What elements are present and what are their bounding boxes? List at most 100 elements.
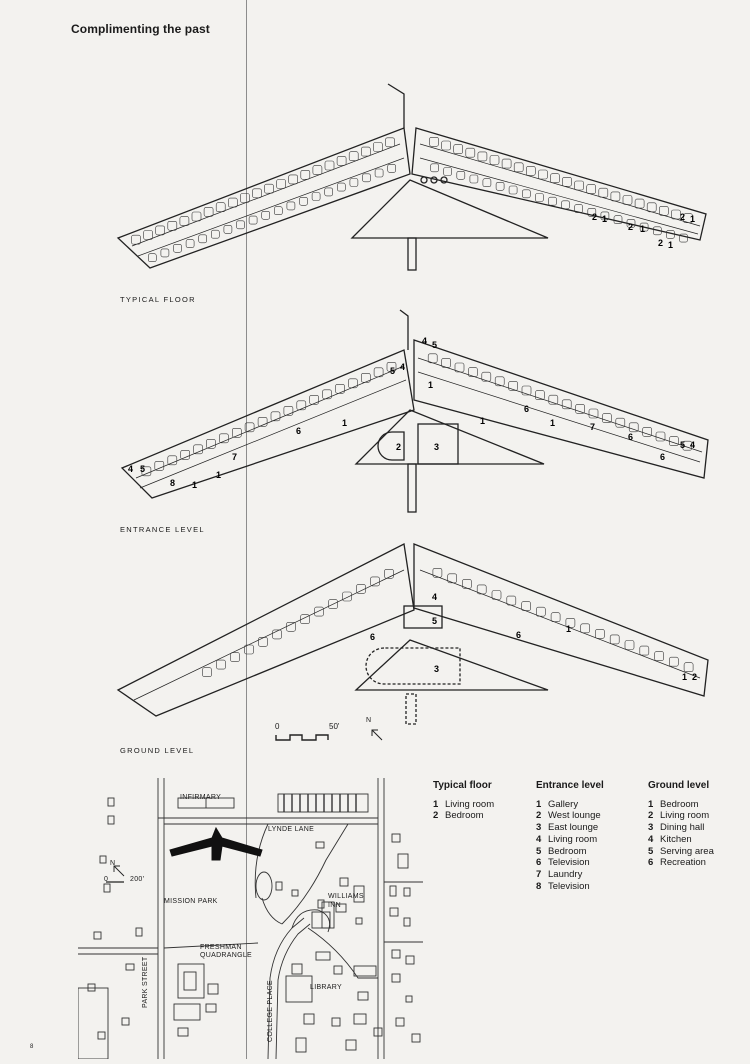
room-number: 6 [370, 632, 375, 642]
room-cell [148, 253, 157, 262]
legend-text: Dining hall [660, 822, 705, 834]
room-cell [257, 417, 268, 427]
room-number: 2 [692, 672, 697, 682]
room-number: 2 [628, 222, 633, 232]
map-scale-zero-label: 0 [104, 876, 109, 883]
room-cell [456, 171, 466, 180]
room-cell [508, 185, 518, 195]
room-cell [252, 188, 262, 199]
room-number: 5 [432, 340, 437, 350]
room-cell [311, 192, 321, 201]
room-cell [588, 408, 599, 419]
legend-num: 2 [433, 810, 439, 822]
room-cell [198, 234, 207, 244]
room-cell [521, 601, 531, 611]
legend-heading: Ground level [648, 780, 710, 791]
room-cell [244, 422, 255, 433]
room-cell [180, 450, 190, 460]
room-number: 4 [432, 592, 437, 602]
legend-num: 3 [536, 822, 542, 834]
mission-park-label: MISSION PARK [164, 898, 218, 905]
room-cell [264, 183, 274, 194]
room-cell [232, 428, 242, 438]
room-cell [258, 637, 268, 647]
room-cell [362, 173, 371, 183]
room-cell [574, 204, 583, 213]
map-scale-max-label: 200' [130, 876, 145, 883]
room-cell [230, 652, 240, 662]
legend-text: Bedroom [548, 845, 587, 857]
scale-north-label: N [366, 717, 372, 724]
room-cell [639, 645, 650, 656]
room-cell [219, 433, 229, 444]
room-number: 6 [296, 426, 301, 436]
legend-num: 1 [433, 798, 439, 810]
room-cell [211, 229, 220, 239]
room-cell [615, 417, 626, 428]
room-cell [550, 173, 560, 183]
room-cell [430, 163, 439, 173]
room-cell [288, 174, 299, 185]
room-cell [286, 622, 296, 632]
room-cell [173, 244, 182, 253]
room-cell [624, 640, 635, 650]
room-number: 2 [592, 212, 597, 222]
room-cell [387, 164, 397, 173]
room-cell [561, 399, 572, 410]
room-cell [482, 178, 492, 187]
legend-text: Bedroom [660, 798, 699, 810]
legend-num: 2 [536, 810, 542, 822]
room-cell [535, 606, 546, 617]
room-cell [312, 165, 323, 175]
room-cell [468, 367, 478, 377]
room-number: 1 [192, 480, 197, 490]
room-cell [441, 358, 451, 368]
room-cell [191, 211, 202, 222]
room-cell [336, 156, 347, 166]
room-cell [286, 201, 296, 211]
site-map: INFIRMARY LYNDE LANE MISSION PARK WILLIA… [77, 778, 423, 1060]
room-cell [652, 226, 662, 236]
legend-heading: Typical floor [433, 780, 492, 791]
room-cell [443, 167, 452, 176]
legend-num: 5 [536, 845, 542, 857]
legend-num: 8 [536, 880, 542, 892]
legend-text: Living room [660, 810, 710, 822]
scale-max-label: 50' [329, 722, 340, 731]
room-cell [639, 222, 649, 232]
room-cell [666, 230, 675, 239]
room-cell [348, 151, 359, 161]
room-cell [521, 189, 531, 199]
room-cell [609, 634, 620, 645]
room-cell [216, 659, 226, 670]
room-number: 6 [660, 452, 665, 462]
map-north-arrow-icon [106, 865, 125, 883]
room-cell [469, 174, 479, 184]
room-cell [386, 361, 397, 372]
legend-text: Recreation [660, 857, 706, 869]
legend-num: 3 [648, 822, 654, 834]
room-cell [538, 169, 548, 180]
room-cell [489, 155, 500, 165]
room-cell [328, 599, 338, 609]
legend-text: Television [548, 880, 590, 892]
room-number: 7 [590, 422, 595, 432]
room-cell [373, 142, 383, 152]
room-cell [276, 179, 286, 189]
room-number: 6 [516, 630, 521, 640]
legend-text: Living room [445, 798, 495, 810]
williams-inn-label: WILLIAMS INN [328, 893, 364, 909]
room-cell [548, 196, 557, 206]
room-cell [682, 440, 693, 451]
room-cell [628, 422, 639, 433]
